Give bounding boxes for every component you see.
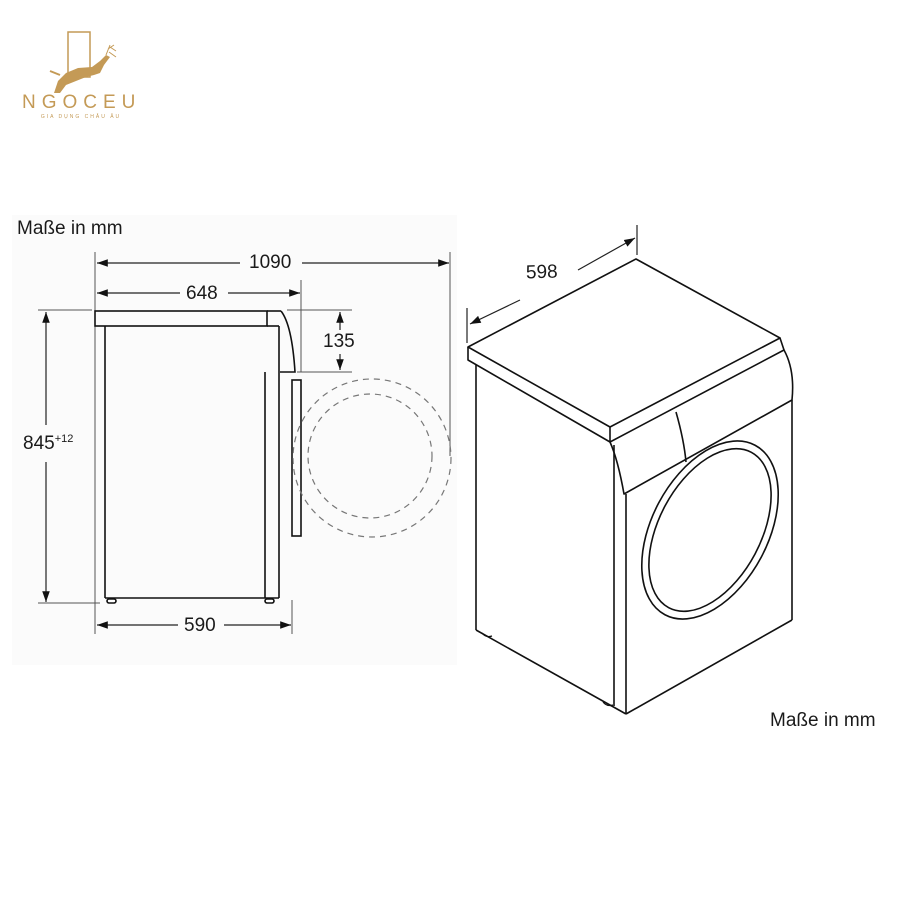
dim-width: 598 xyxy=(525,261,559,284)
dim-depth-body: 590 xyxy=(184,615,216,636)
brand-name: NGOCEU xyxy=(22,92,142,113)
dim-height-value: 845 xyxy=(23,433,55,454)
dim-height-tolerance: +12 xyxy=(54,433,74,445)
isometric-view-drawing xyxy=(466,225,794,715)
dim-depth-total: 648 xyxy=(186,283,218,304)
units-label-left: Maße in mm xyxy=(17,218,123,239)
units-label-right: Maße in mm xyxy=(770,710,876,731)
side-view-panel xyxy=(12,215,457,665)
dim-height: 845+12 xyxy=(23,433,74,455)
dim-top-offset: 135 xyxy=(323,331,355,352)
brand-tagline: GIA DỤNG CHÂU ÂU xyxy=(40,114,122,120)
dim-depth-door-open: 1090 xyxy=(249,252,292,273)
side-view-drawing xyxy=(38,252,452,634)
deer-leaping-frame-icon xyxy=(49,31,117,93)
